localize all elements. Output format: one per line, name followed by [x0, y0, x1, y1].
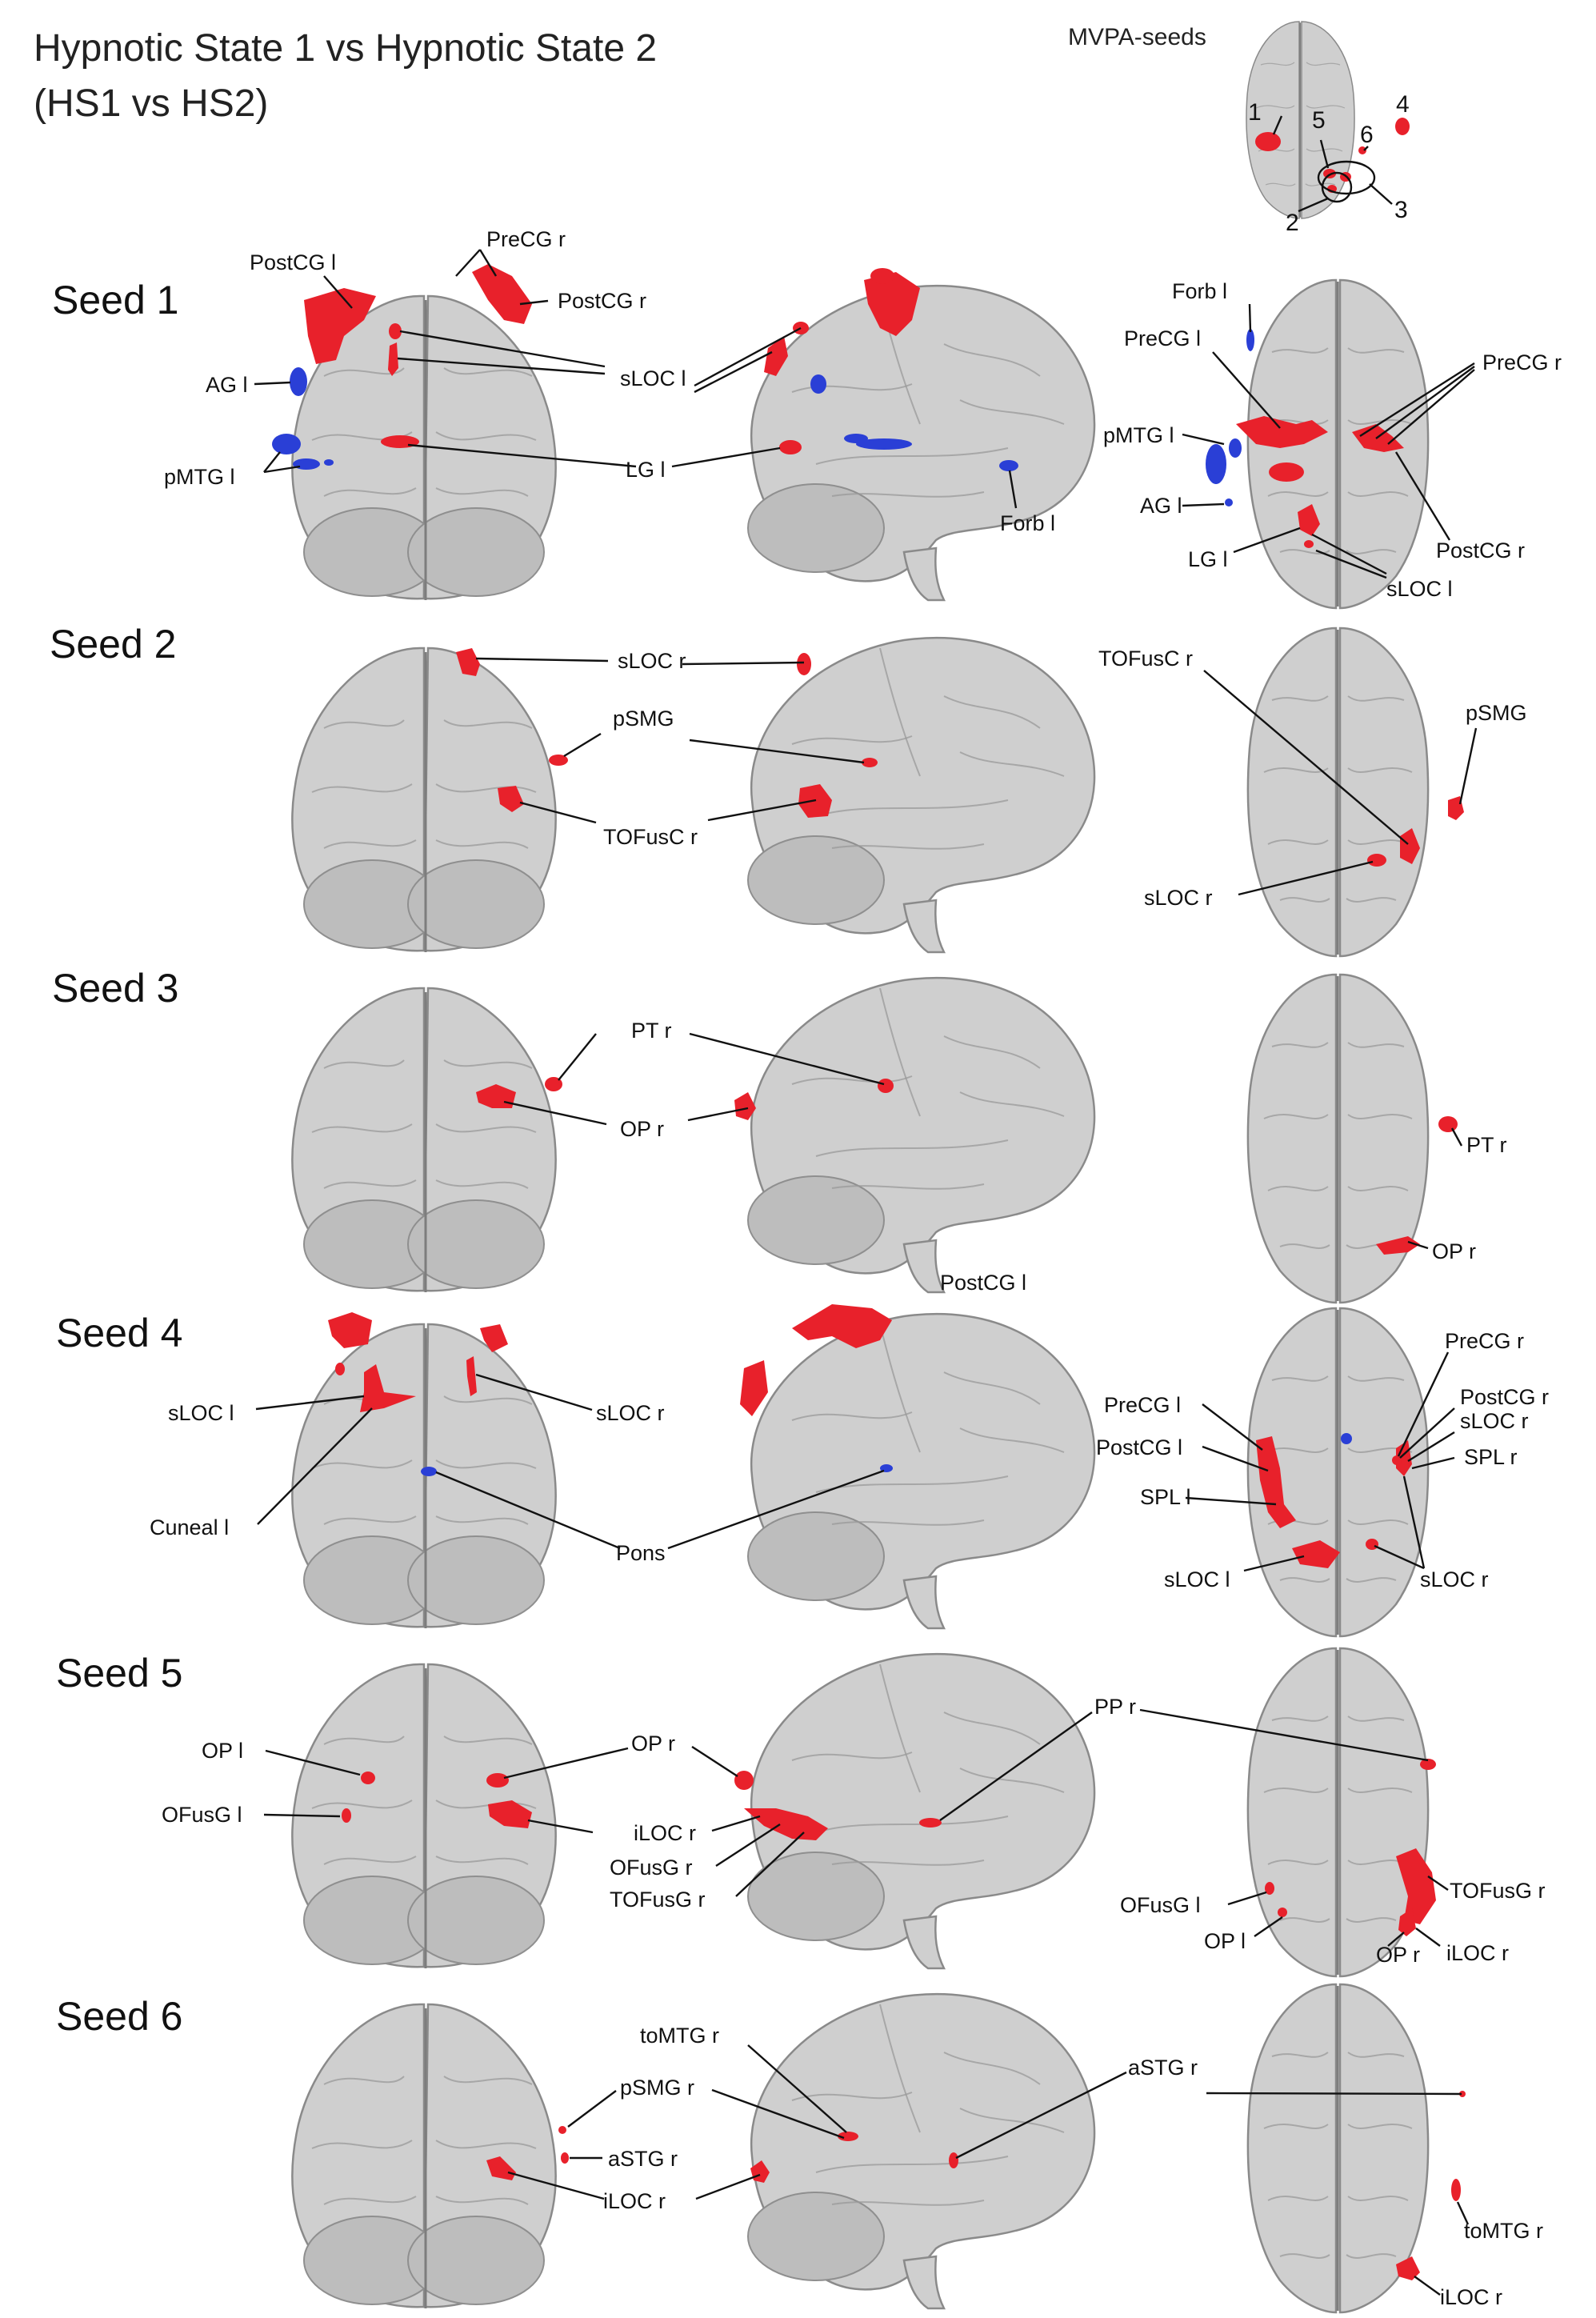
- seed-6-label-iloc-r: iLOC r: [603, 2189, 666, 2213]
- seed-4-label-sloc-l: sLOC l: [168, 1401, 234, 1425]
- seed-1-label-postcg-l: PostCG l: [250, 250, 336, 274]
- seed-4-label-spl-l-axial: SPL l: [1140, 1485, 1191, 1509]
- seed-5-leaders: [263, 1708, 1449, 1947]
- seed-1-label-pmtg-l-axial: pMTG l: [1103, 423, 1174, 447]
- seed-5-label-tofusg-r-axial: TOFusG r: [1450, 1879, 1546, 1903]
- seed-4-title: Seed 4: [56, 1311, 182, 1355]
- seed-6-title: Seed 6: [56, 1994, 182, 2039]
- seed-3-label-pt-r: PT r: [631, 1019, 672, 1043]
- mvpa-number-5: 5: [1312, 107, 1326, 134]
- seed-2-label-psmg: pSMG: [613, 707, 674, 731]
- seed-1-label-forb-l-axial: Forb l: [1172, 279, 1227, 303]
- seed-2-label-psmg-axial: pSMG: [1466, 701, 1527, 725]
- seed-3-label-op-r: OP r: [620, 1117, 664, 1141]
- seed-5-blobs: [342, 1759, 1436, 1936]
- seed-1-title: Seed 1: [52, 278, 178, 322]
- seed-1-label-precg-r: PreCG r: [486, 227, 566, 251]
- seed-5-label-iloc-r: iLOC r: [634, 1821, 696, 1845]
- seed-1-label-precg-l-axial: PreCG l: [1124, 326, 1201, 350]
- seed-5-title: Seed 5: [56, 1651, 182, 1695]
- seed-1-label-lg-l: LG l: [626, 458, 666, 482]
- seed-6-label-astg-r-lateral: aSTG r: [1128, 2056, 1198, 2080]
- seed-4-label-precg-r-axial: PreCG r: [1445, 1329, 1524, 1353]
- seed-4-label-sloc-r-axial-lower: sLOC r: [1420, 1567, 1489, 1591]
- seed-3-label-pt-r-axial: PT r: [1466, 1133, 1507, 1157]
- seed-4-leaders: [255, 1351, 1455, 1572]
- seed-6-label-astg-r: aSTG r: [608, 2147, 678, 2171]
- seed-4-label-postcg-r-axial: PostCG r: [1460, 1385, 1549, 1409]
- seed-5-lateral-view: [746, 1652, 1096, 1970]
- figure-title-line2: (HS1 vs HS2): [34, 82, 268, 125]
- seed-5-label-op-r: OP r: [631, 1731, 675, 1756]
- seed-2-title: Seed 2: [50, 622, 176, 667]
- seed-1-label-ag-l-axial: AG l: [1140, 494, 1182, 518]
- seed-2-label-tofusc-r-axial: TOFusC r: [1098, 647, 1193, 671]
- seed-3-lateral-view: [746, 976, 1096, 1294]
- seed-4-lateral-view: [746, 1312, 1096, 1630]
- seed-5-label-op-l: OP l: [202, 1739, 243, 1763]
- seed-6-posterior-view: [290, 2003, 558, 2310]
- seed-3-title: Seed 3: [52, 966, 178, 1011]
- mvpa-number-4: 4: [1396, 91, 1410, 118]
- seed-4-label-precg-l-axial: PreCG l: [1104, 1393, 1181, 1417]
- mvpa-number-6: 6: [1360, 122, 1374, 148]
- seed-1-label-postcg-r: PostCG r: [558, 289, 646, 313]
- seed-2-label-sloc-r-axial: sLOC r: [1144, 886, 1213, 910]
- seed-4-label-cuneal-l: Cuneal l: [150, 1515, 229, 1539]
- mvpa-number-3: 3: [1394, 197, 1408, 223]
- seed-5-label-ofusg-l-axial: OFusG l: [1120, 1893, 1201, 1917]
- seed-2-label-sloc-r: sLOC r: [618, 649, 686, 673]
- mvpa-number-1: 1: [1248, 99, 1262, 126]
- seed-6-label-psmg-r: pSMG r: [620, 2076, 694, 2100]
- mvpa-seed-brain: [1246, 21, 1355, 219]
- seed-5-label-tofusg-r: TOFusG r: [610, 1888, 706, 1912]
- seed-6-blobs: [486, 2091, 1466, 2280]
- seed-5-label-op-r-axial: OP r: [1376, 1943, 1420, 1967]
- seed-6-label-iloc-r-axial: iLOC r: [1440, 2285, 1502, 2309]
- seed-2-leaders: [475, 657, 1478, 896]
- seed-2-label-tofusc-r: TOFusC r: [603, 825, 698, 849]
- seed-1-label-pmtg-l: pMTG l: [164, 465, 235, 489]
- seed-3-axial-view: [1246, 973, 1430, 1304]
- seed-1-label-postcg-r-axial: PostCG r: [1436, 538, 1525, 562]
- seed-4-label-sloc-l-axial: sLOC l: [1164, 1567, 1230, 1591]
- seed-4-blobs: [328, 1304, 1412, 1568]
- seed-1-label-lg-l-axial: LG l: [1188, 547, 1228, 571]
- seed-1-label-forb-l-lateral: Forb l: [1000, 511, 1055, 535]
- seed-4-label-sloc-r: sLOC r: [596, 1401, 665, 1425]
- seed-4-label-pons: Pons: [616, 1541, 666, 1565]
- seed-5-label-ofusg-l: OFusG l: [162, 1803, 242, 1827]
- seed-1-label-ag-l: AG l: [206, 373, 248, 397]
- seed-4-label-sloc-r-axial-upper: sLOC r: [1460, 1409, 1529, 1433]
- seed-6-leaders: [507, 2044, 1470, 2296]
- seed-5-label-op-l-axial: OP l: [1204, 1929, 1246, 1953]
- seed-4-label-postcg-l-lateral: PostCG l: [940, 1271, 1026, 1295]
- seed-4-label-spl-r-axial: SPL r: [1464, 1445, 1518, 1469]
- seed-5-label-pp-r: PP r: [1094, 1695, 1136, 1719]
- seed-4-label-postcg-l-axial: PostCG l: [1096, 1435, 1182, 1459]
- figure-title-line1: Hypnotic State 1 vs Hypnotic State 2: [34, 27, 657, 70]
- seed-3-leaders: [503, 1032, 1463, 1250]
- seed-3-label-op-r-axial: OP r: [1432, 1239, 1476, 1263]
- mvpa-number-2: 2: [1286, 210, 1299, 236]
- seed-2-axial-view: [1246, 627, 1430, 958]
- seed-3-blobs: [476, 1077, 1458, 1255]
- seed-4-posterior-view: [290, 1323, 558, 1630]
- mvpa-seed-markers: [1255, 115, 1410, 213]
- mvpa-label: MVPA-seeds: [1068, 24, 1206, 50]
- seed-6-label-tomtg-r: toMTG r: [640, 2024, 719, 2048]
- seed-1-blobs: [272, 264, 1404, 548]
- seed-1-label-sloc-l-axial: sLOC l: [1386, 577, 1453, 601]
- seed-6-lateral-view: [746, 1992, 1096, 2310]
- seed-1-label-sloc-l: sLOC l: [620, 366, 686, 390]
- seed-1-label-precg-r-axial: PreCG r: [1482, 350, 1562, 374]
- seed-5-label-ofusg-r: OFusG r: [610, 1856, 693, 1880]
- seed-1-leaders: [254, 249, 1475, 579]
- seed-5-label-iloc-r-axial: iLOC r: [1446, 1941, 1509, 1965]
- seed-6-label-tomtg-r-axial: toMTG r: [1464, 2219, 1543, 2243]
- seed-3-posterior-view: [290, 987, 558, 1294]
